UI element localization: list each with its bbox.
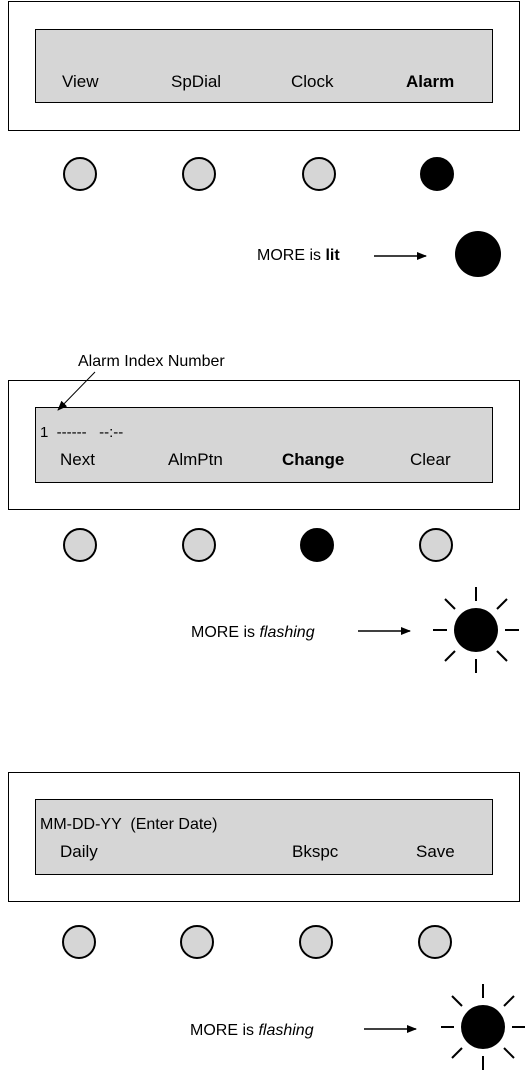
softkey-button-2[interactable] (182, 157, 216, 191)
softkey-button-9[interactable] (62, 925, 96, 959)
softkey-label-next: Next (60, 450, 95, 469)
phone-panel-3: MM-DD-YY (Enter Date) Daily Bkspc Save (8, 772, 520, 902)
status-prefix: MORE is (257, 247, 326, 264)
softkey-button-7-pressed[interactable] (300, 528, 334, 562)
date-entry-line: MM-DD-YY (Enter Date) (40, 816, 218, 833)
softkey-label-clear: Clear (410, 450, 451, 469)
phone-panel-2: 1 ------ --:-- Next AlmPtn Change Clear (8, 380, 520, 510)
more-key-flashing-2[interactable] (441, 984, 525, 1070)
softkey-label-change: Change (282, 450, 345, 469)
lcd-display-3: MM-DD-YY (Enter Date) Daily Bkspc Save (35, 799, 493, 875)
softkey-button-12[interactable] (418, 925, 452, 959)
lcd-display-1: View SpDial Clock Alarm (35, 29, 493, 103)
softkey-label-view: View (62, 72, 99, 91)
more-key-flashing-1[interactable] (433, 587, 519, 673)
status-word: flashing (259, 624, 315, 641)
softkey-button-4-pressed[interactable] (420, 157, 454, 191)
more-status-text-1: MORE is lit (257, 247, 340, 265)
more-status-text-2: MORE is flashing (191, 624, 315, 642)
more-status-text-3: MORE is flashing (190, 1022, 314, 1040)
softkey-button-8[interactable] (419, 528, 453, 562)
softkey-button-11[interactable] (299, 925, 333, 959)
phone-panel-1: View SpDial Clock Alarm (8, 1, 520, 131)
callout-arrow (57, 371, 96, 411)
softkey-button-6[interactable] (182, 528, 216, 562)
status-word: lit (325, 247, 340, 264)
softkey-label-save: Save (416, 842, 455, 861)
alarm-index-callout: Alarm Index Number (78, 353, 225, 370)
alarm-display-line: 1 ------ --:-- (40, 424, 124, 441)
softkey-label-almptn: AlmPtn (168, 450, 223, 469)
lcd-display-2: 1 ------ --:-- Next AlmPtn Change Clear (35, 407, 493, 483)
softkey-label-clock: Clock (291, 72, 334, 91)
softkey-button-3[interactable] (302, 157, 336, 191)
softkey-label-alarm: Alarm (406, 72, 455, 91)
more-key-lit[interactable] (455, 231, 501, 277)
status-prefix: MORE is (190, 1022, 259, 1039)
softkey-label-spdial: SpDial (171, 72, 222, 91)
softkey-button-5[interactable] (63, 528, 97, 562)
softkey-label-bkspc: Bkspc (292, 842, 339, 861)
status-word: flashing (258, 1022, 314, 1039)
softkey-button-1[interactable] (63, 157, 97, 191)
status-prefix: MORE is (191, 624, 260, 641)
softkey-label-daily: Daily (60, 842, 98, 861)
softkey-button-10[interactable] (180, 925, 214, 959)
